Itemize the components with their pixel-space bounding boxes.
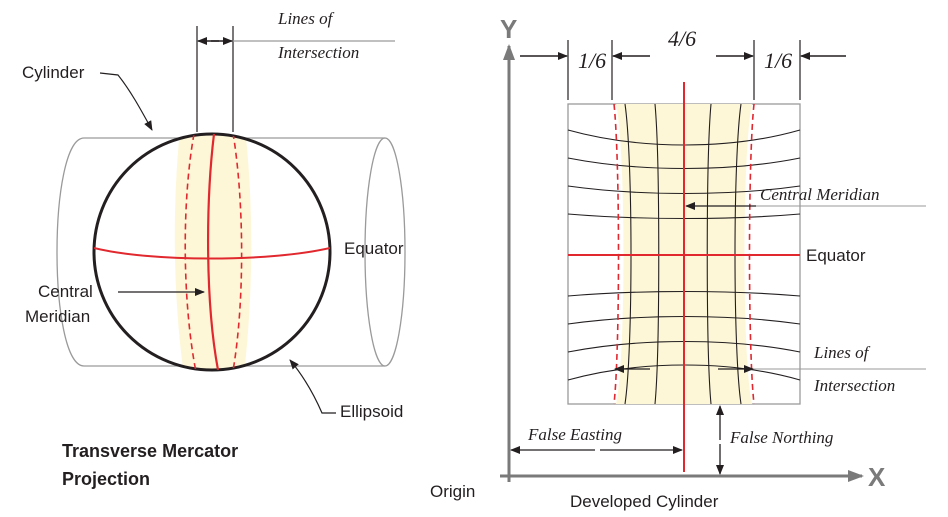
dev-lines-of-intersection-2: Intersection [813, 376, 895, 395]
projection-title-1: Transverse Mercator [62, 441, 238, 461]
y-axis-label: Y [500, 14, 517, 44]
intersection-line-right [232, 134, 243, 370]
central-meridian-line [207, 134, 220, 370]
lines-of-intersection-label-2: Intersection [277, 43, 359, 62]
developed-cylinder-label: Developed Cylinder [570, 492, 719, 511]
x-axis-label: X [868, 462, 886, 492]
left-diagram: Lines of Intersection Cylinder Equator C… [22, 9, 406, 489]
center-fraction-label: 4/6 [668, 26, 696, 51]
right-diagram: Y X [430, 14, 926, 511]
false-northing-label: False Northing [729, 428, 833, 447]
central-meridian-label-2: Meridian [25, 307, 90, 326]
central-meridian-label-1: Central [38, 282, 93, 301]
ellipsoid-label: Ellipsoid [340, 402, 403, 421]
false-easting-label: False Easting [527, 425, 622, 444]
equator-line [94, 247, 330, 260]
right-fraction-label: 1/6 [764, 48, 792, 73]
dev-lines-of-intersection-1: Lines of [813, 343, 871, 362]
zone-band [174, 134, 252, 370]
central-meridian-label-right: Central Meridian [760, 185, 879, 204]
lines-of-intersection-label-1: Lines of [277, 9, 335, 28]
intersection-line-left [184, 134, 197, 370]
equator-label-right: Equator [806, 246, 866, 265]
origin-label: Origin [430, 482, 475, 501]
left-fraction-label: 1/6 [578, 48, 606, 73]
cylinder-label: Cylinder [22, 63, 85, 82]
equator-label-left: Equator [344, 239, 404, 258]
ellipsoid-circle [92, 132, 332, 372]
projection-title-2: Projection [62, 469, 150, 489]
